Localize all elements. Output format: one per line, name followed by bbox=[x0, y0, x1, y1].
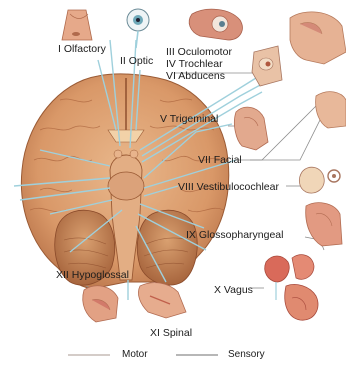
head-profile-top bbox=[290, 12, 346, 64]
tongue-illustration bbox=[83, 286, 118, 322]
label-vagus: X Vagus bbox=[214, 285, 253, 296]
vagus-organs-illustration bbox=[265, 255, 318, 320]
label-abducens: VI Abducens bbox=[166, 71, 225, 82]
neck-shoulder-illustration bbox=[138, 283, 186, 318]
ear-illustration bbox=[299, 167, 340, 193]
label-optic: II Optic bbox=[120, 56, 153, 67]
label-spinal: XI Spinal bbox=[150, 328, 192, 339]
nose-illustration bbox=[62, 10, 92, 40]
eye-orbit-illustration bbox=[252, 46, 282, 86]
legend-motor-label: Motor bbox=[122, 349, 148, 360]
legend-sensory-label: Sensory bbox=[228, 349, 265, 360]
label-trochlear: IV Trochlear bbox=[166, 59, 223, 70]
pons bbox=[108, 172, 144, 200]
label-hypoglossal: XII Hypoglossal bbox=[56, 270, 129, 281]
label-olfactory: I Olfactory bbox=[58, 44, 106, 55]
throat-illustration bbox=[306, 203, 342, 246]
label-glossopharyngeal: IX Glossopharyngeal bbox=[186, 230, 283, 241]
label-trigeminal: V Trigeminal bbox=[160, 114, 218, 125]
eye-illustration bbox=[127, 9, 149, 48]
face-trigeminal-illustration bbox=[234, 107, 268, 150]
label-vestibulocochlear: VIII Vestibulocochlear bbox=[178, 182, 279, 193]
label-oculomotor: III Oculomotor bbox=[166, 47, 232, 58]
label-facial: VII Facial bbox=[198, 155, 242, 166]
eye-muscles-illustration bbox=[189, 9, 242, 40]
head-profile-right bbox=[316, 92, 346, 128]
